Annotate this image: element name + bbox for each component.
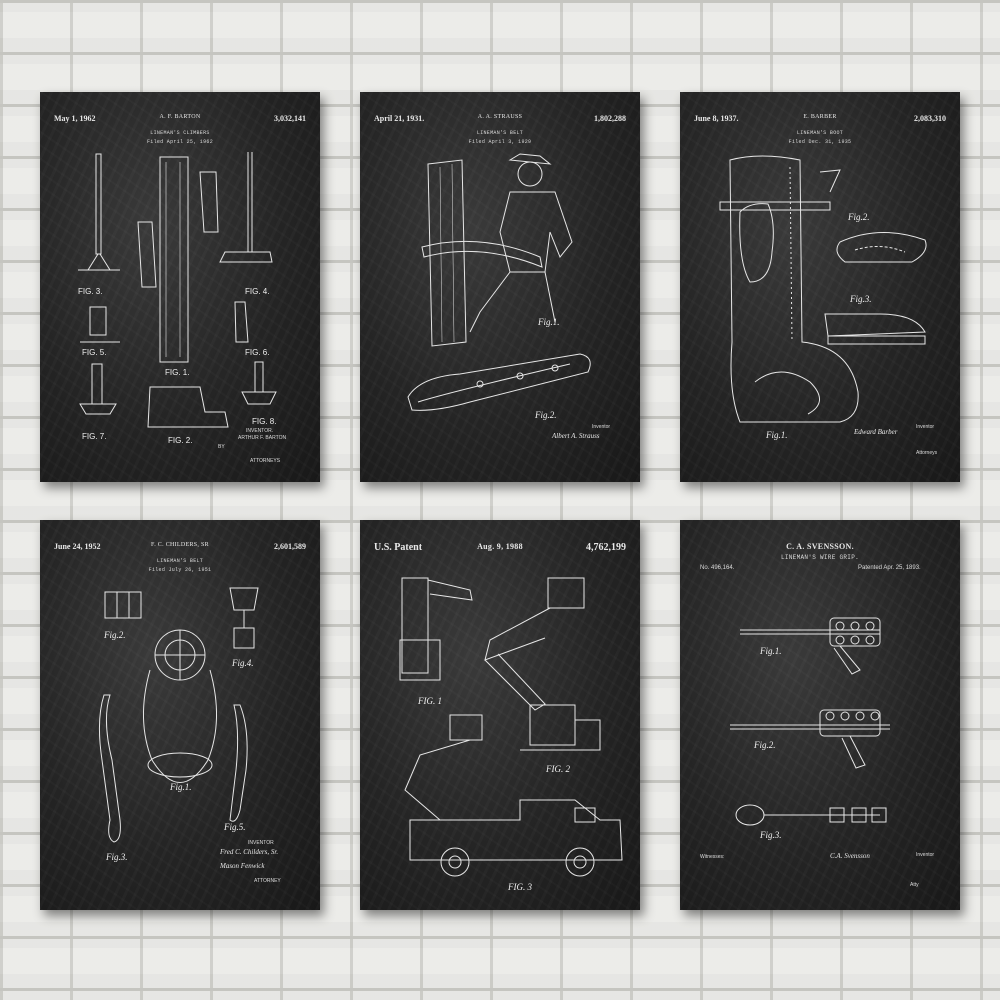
figure-label: FIG. 4. bbox=[245, 287, 269, 296]
inventor-signature: Fred C. Childers, Sr. bbox=[220, 848, 278, 856]
poster-linemans-belt-strauss: April 21, 1931. A. A. STRAUSS 1,802,288 … bbox=[360, 92, 640, 482]
poster-bucket-truck: U.S. Patent Aug. 9, 1988 4,762,199 FIG. … bbox=[360, 520, 640, 910]
figure-label: FIG. 3. bbox=[78, 287, 102, 296]
figure-label: Fig.5. bbox=[224, 822, 246, 832]
figure-label: FIG. 7. bbox=[82, 432, 106, 441]
inventor-label: INVENTOR. bbox=[246, 428, 273, 434]
figure-label: Fig.1. bbox=[766, 430, 788, 440]
inventor-signature: Albert A. Strauss bbox=[552, 432, 600, 440]
poster-linemans-boot: June 8, 1937. E. BARBER 2,083,310 LINEMA… bbox=[680, 92, 960, 482]
inventor-label: Inventor bbox=[592, 424, 610, 430]
figure-label: Fig.2. bbox=[104, 630, 126, 640]
figure-label: Fig.3. bbox=[850, 294, 872, 304]
inventor-signature: C.A. Svensson bbox=[830, 852, 870, 860]
figure-label: FIG. 5. bbox=[82, 348, 106, 357]
figure-label: FIG. 1 bbox=[418, 696, 442, 706]
attorneys-label: ATTORNEYS bbox=[250, 458, 280, 464]
attorneys-label: ATTORNEY bbox=[254, 878, 281, 884]
poster-linemans-wire-grip: C. A. SVENSSON. LINEMAN'S WIRE GRIP. No.… bbox=[680, 520, 960, 910]
bucket-truck-drawing bbox=[360, 520, 640, 910]
attorney-signature: Mason Fenwick bbox=[220, 862, 265, 870]
by-label: BY bbox=[218, 444, 225, 450]
inventor-label: Inventor bbox=[916, 852, 934, 858]
figure-label: Fig.2. bbox=[754, 740, 776, 750]
figure-label: FIG. 1. bbox=[165, 368, 189, 377]
figure-label: FIG. 2. bbox=[168, 436, 192, 445]
figure-label: Fig.2. bbox=[848, 212, 870, 222]
figure-label: FIG. 6. bbox=[245, 348, 269, 357]
figure-label: Fig.1. bbox=[538, 317, 560, 327]
poster-linemans-belt-childers: June 24, 1952 F. C. CHILDERS, SR 2,601,5… bbox=[40, 520, 320, 910]
poster-linemans-climbers: May 1, 1962 A. F. BARTON 3,032,141 LINEM… bbox=[40, 92, 320, 482]
inventor-label: Inventor bbox=[916, 424, 934, 430]
figure-label: FIG. 2 bbox=[546, 764, 570, 774]
figure-label: Fig.1. bbox=[760, 646, 782, 656]
figure-label: FIG. 8. bbox=[252, 417, 276, 426]
figure-label: Fig.4. bbox=[232, 658, 254, 668]
attorneys-label: Attorneys bbox=[916, 450, 937, 456]
figure-label: Fig.1. bbox=[170, 782, 192, 792]
witnesses-label: Witnesses: bbox=[700, 854, 724, 860]
inventor-signature: Edward Barber bbox=[854, 428, 898, 436]
inventor-label: INVENTOR bbox=[248, 840, 274, 846]
inventor-name: ARTHUR F. BARTON bbox=[238, 435, 286, 441]
figure-label: Fig.3. bbox=[106, 852, 128, 862]
figure-label: Fig.2. bbox=[535, 410, 557, 420]
figure-label: FIG. 3 bbox=[508, 882, 532, 892]
attorneys-label: Atty bbox=[910, 882, 919, 888]
figure-label: Fig.3. bbox=[760, 830, 782, 840]
